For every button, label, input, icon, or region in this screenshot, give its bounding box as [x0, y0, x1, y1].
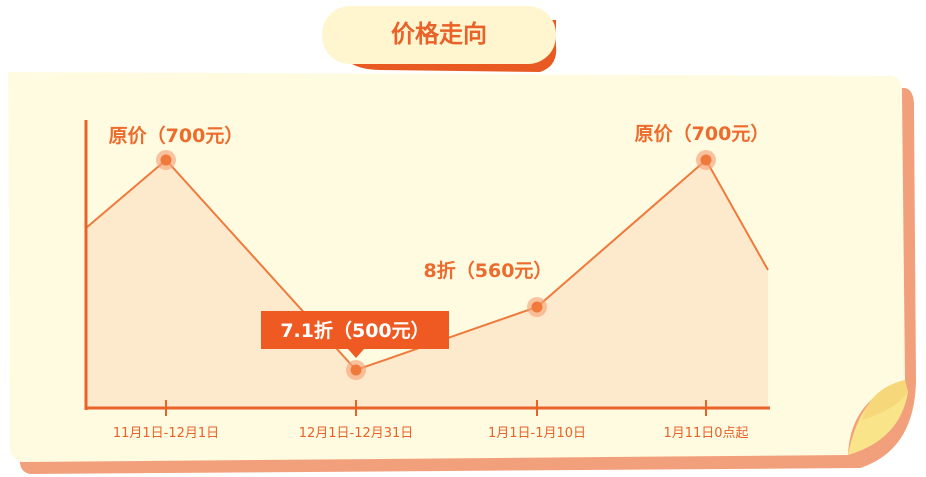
data-point	[700, 154, 712, 166]
chart-title: 价格走向	[391, 20, 487, 48]
paper-curl-shade	[862, 380, 908, 420]
data-point	[160, 154, 172, 166]
data-label: 原价（700元）	[109, 124, 244, 147]
data-label: 8折（560元）	[424, 259, 553, 282]
x-tick-label: 11月1日-12月1日	[113, 426, 219, 441]
data-point	[350, 364, 362, 376]
x-tick-label: 12月1日-12月31日	[299, 426, 414, 441]
x-tick-label: 1月11日0点起	[663, 426, 748, 441]
data-label: 原价（700元）	[635, 122, 770, 145]
area-fill	[86, 160, 768, 408]
callout-pointer	[348, 349, 364, 358]
callout-box	[261, 311, 449, 349]
title-badge	[322, 6, 556, 64]
data-point	[531, 301, 543, 313]
x-tick-label: 1月1日-1月10日	[488, 426, 586, 441]
callout-label: 7.1折（500元）	[280, 319, 429, 342]
